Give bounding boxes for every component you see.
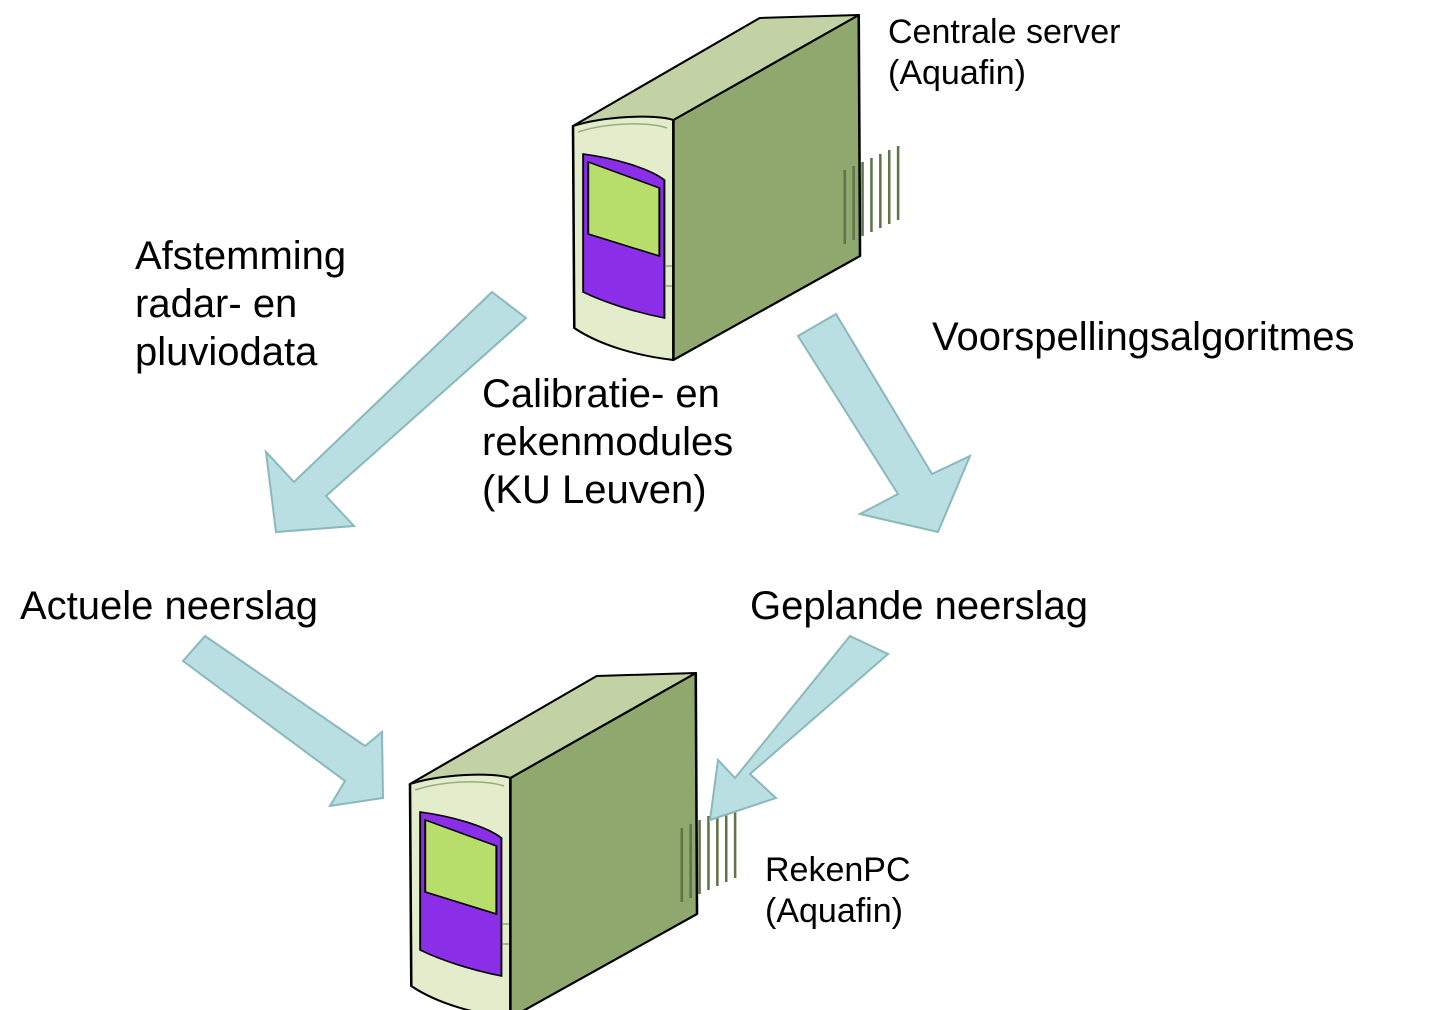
- central-server-label: Centrale server (Aquafin): [888, 12, 1120, 94]
- label-line: Calibratie- en: [482, 372, 720, 416]
- label-line: (Aquafin): [765, 891, 903, 930]
- label-line: pluviodata: [135, 330, 318, 374]
- server-icon: [408, 671, 737, 1010]
- label-line: rekenmodules: [482, 420, 734, 464]
- calibratie-label: Calibratie- en rekenmodules (KU Leuven): [482, 370, 733, 514]
- label-line: Afstemming: [135, 234, 347, 278]
- arrow-icon: [796, 312, 972, 534]
- label-line: Centrale server: [888, 13, 1121, 51]
- arrow-icon: [708, 634, 890, 822]
- geplande-neerslag-label: Geplande neerslag: [750, 584, 1089, 628]
- server-icon: [571, 13, 900, 362]
- label-line: radar- en: [135, 282, 298, 326]
- afstemming-label: Afstemming radar- en pluviodata: [135, 232, 346, 376]
- arrow-icon: [181, 634, 385, 808]
- arrow-icon: [264, 290, 528, 534]
- label-line: (Aquafin): [888, 53, 1026, 92]
- voorspelling-label: Voorspellingsalgoritmes: [932, 315, 1355, 359]
- label-line: (KU Leuven): [482, 468, 707, 512]
- rekenpc-label: RekenPC (Aquafin): [765, 850, 911, 932]
- actuele-neerslag-label: Actuele neerslag: [20, 584, 318, 628]
- label-line: RekenPC: [765, 851, 911, 889]
